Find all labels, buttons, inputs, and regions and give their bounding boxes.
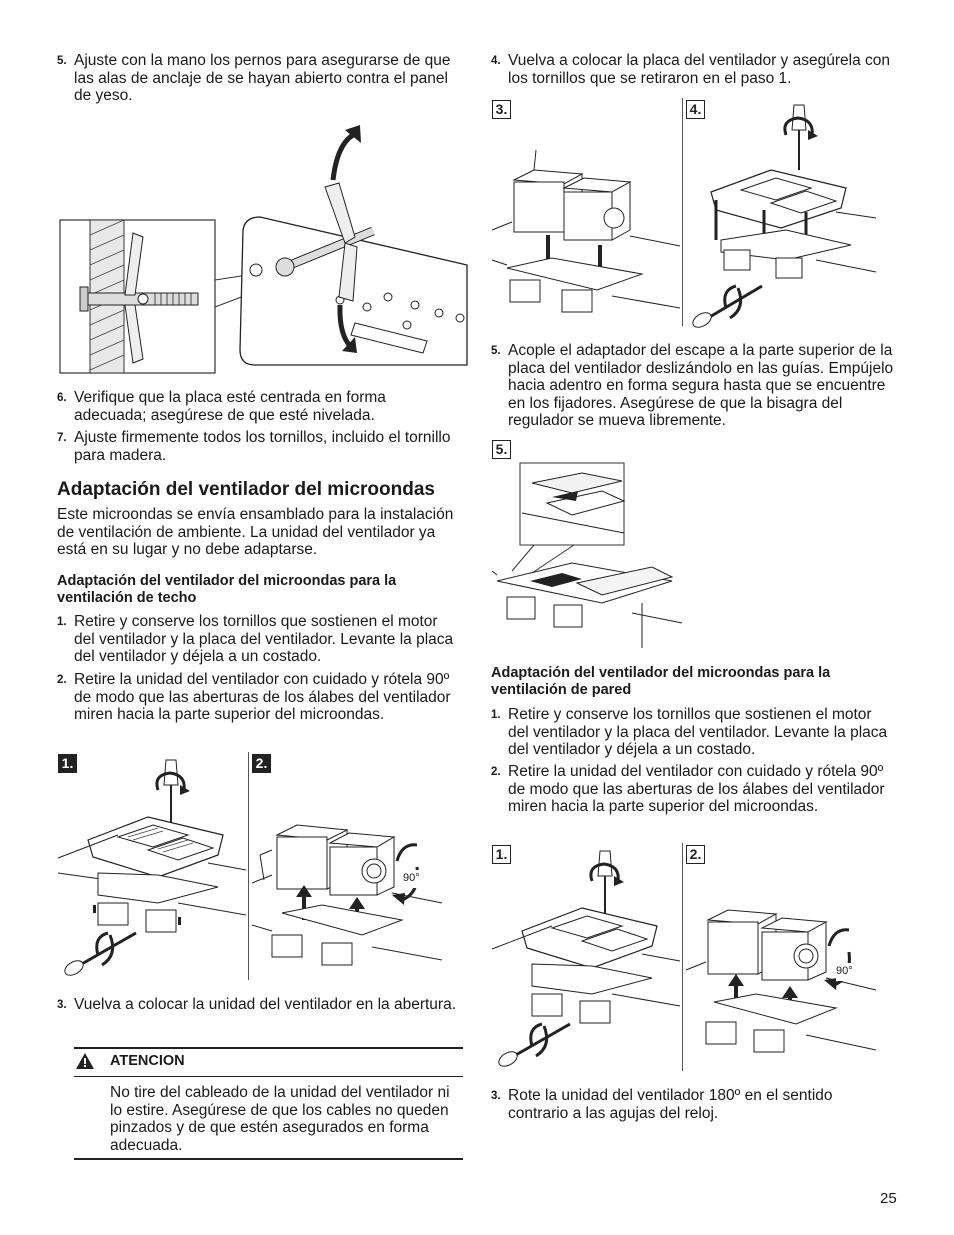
warning-title: ATENCION [110, 1053, 185, 1069]
warning-icon [76, 1053, 94, 1069]
wall-step-3: 3. Rote la unidad del ventilador 180º en… [491, 1087, 833, 1122]
rotate-fan-unit-illustration [251, 824, 443, 966]
figure-label-4: 4. [686, 100, 705, 119]
wall-rotate-fan-unit-illustration [685, 909, 877, 1053]
warning-top-rule [74, 1047, 463, 1049]
section-heading: Adaptación del ventilador del microondas [57, 479, 435, 500]
step-6: 6. Verifique que la placa esté centrada … [57, 389, 386, 424]
wall-remove-fan-plate-illustration [491, 850, 681, 1067]
figure-divider [248, 752, 249, 980]
ceiling-step-5: 5. Acople el adaptador del escape a la p… [491, 342, 894, 429]
wall-step-2: 2. Retire la unidad del ventilador con c… [491, 763, 885, 815]
ceiling-step-2: 2. Retire la unidad del ventilador con c… [57, 671, 451, 723]
intro-paragraph: Este microondas se envía ensamblado para… [57, 506, 454, 558]
wall-figure-label-2: 2. [686, 845, 705, 864]
figure-label-3: 3. [492, 100, 511, 119]
wall-figure-divider [682, 843, 683, 1071]
figure-label-1: 1. [58, 754, 77, 773]
warning-bottom-rule [74, 1158, 463, 1160]
wall-step-1: 1. Retire y conserve los tornillos que s… [491, 706, 888, 758]
rotation-angle-label: 90° [403, 870, 420, 888]
figure-divider-right [682, 98, 683, 326]
remove-fan-plate-illustration [57, 759, 247, 976]
step-7: 7. Ajuste firmemente todos los tornillos… [57, 429, 451, 464]
wall-rotation-angle-label: 90° [836, 963, 853, 981]
ceiling-step-1: 1. Retire y conserve los tornillos que s… [57, 613, 454, 665]
step-5: 5. Ajuste con la mano los pernos para as… [57, 52, 451, 104]
exhaust-adapter-illustration [491, 462, 683, 648]
figure-label-2: 2. [252, 754, 271, 773]
ceiling-step-3: 3. Vuelva a colocar la unidad del ventil… [57, 996, 457, 1013]
toggle-bolt-illustration [59, 125, 468, 374]
warning-text: No tire del cableado de la unidad del ve… [110, 1084, 450, 1154]
figure-label-5: 5. [492, 440, 511, 459]
page-number: 25 [880, 1190, 897, 1207]
reinstall-fan-plate-illustration [692, 104, 877, 328]
ceiling-subheading: Adaptación del ventilador del microondas… [57, 573, 397, 606]
ceiling-step-4: 4. Vuelva a colocar la placa del ventila… [491, 52, 890, 87]
wall-figure-label-1: 1. [492, 845, 511, 864]
warning-title-rule [74, 1076, 463, 1077]
reinstall-fan-unit-illustration [491, 149, 681, 313]
wall-subheading: Adaptación del ventilador del microondas… [491, 665, 831, 698]
